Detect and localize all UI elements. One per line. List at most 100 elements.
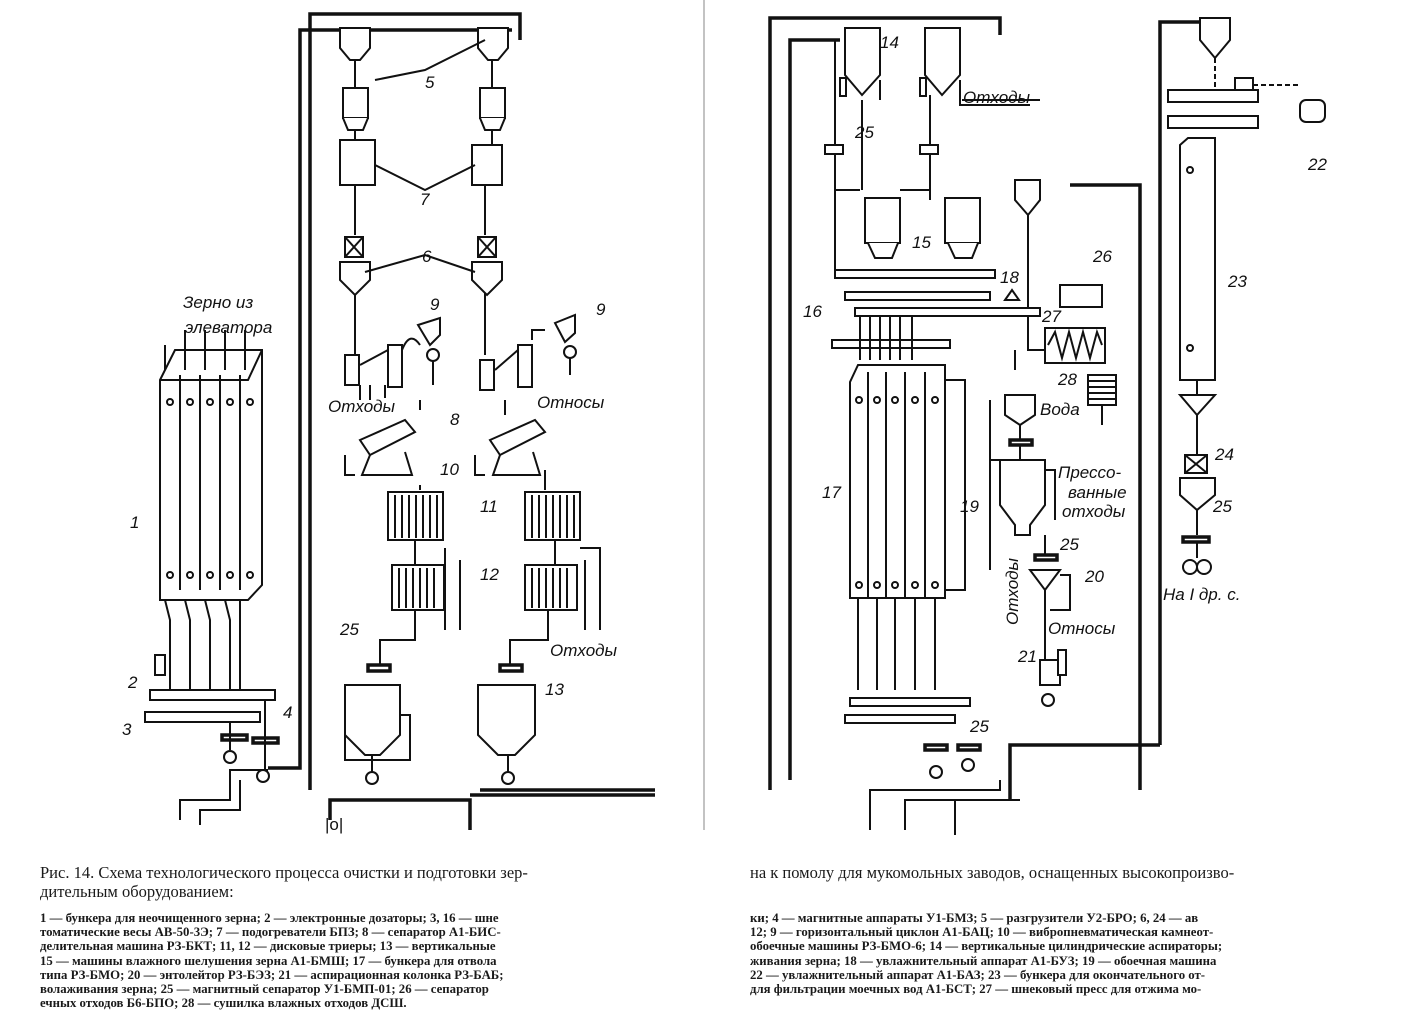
bunker-23 — [1177, 137, 1218, 455]
label-to-first-break: На I др. с. — [1163, 585, 1240, 604]
legend-line: волаживания зерна; 25 — магнитный сепара… — [40, 982, 489, 997]
screw-conveyor-16 — [831, 269, 1041, 360]
screw-conveyor-3b — [144, 711, 261, 723]
label-pressed-waste: Прессо- — [1058, 463, 1121, 482]
label-waste-mid: Отходы — [1003, 557, 1022, 625]
cyclone-top-right — [1014, 179, 1041, 217]
label-23: 23 — [1227, 272, 1247, 291]
label-25b: 25 — [1059, 535, 1079, 554]
pipeline-outer — [268, 12, 522, 790]
entoleter-20 — [1028, 535, 1071, 660]
label-12: 12 — [480, 565, 499, 584]
left-scheme: Зерно из элеватора 1 2 3 4 5 6 7 8 9 9 1… — [122, 12, 655, 834]
left-caption-title-2: дительным оборудованием: — [40, 882, 234, 901]
scourer-15 — [864, 197, 981, 259]
pipeline-bottom-right-page — [869, 780, 1020, 835]
legend-line: ечных отходов Б6-БПО; 28 — сушилка влажн… — [40, 996, 407, 1011]
label-carryover-right: Относы — [1048, 619, 1116, 638]
label-8: 8 — [450, 410, 460, 429]
label-9a: 9 — [430, 295, 440, 314]
page-fold — [703, 0, 705, 830]
label-24: 24 — [1214, 445, 1234, 464]
legend-line: живания зерна; 18 — увлажнительный аппар… — [750, 953, 1217, 968]
label-26: 26 — [1092, 247, 1112, 266]
left-legend: 1 — бункера для неочищенного зерна; 2 — … — [40, 911, 504, 1010]
screw-press-27 — [1044, 327, 1106, 364]
scales-24 — [1179, 454, 1216, 575]
aspirator-14 — [839, 27, 1040, 106]
separator-8 — [344, 329, 545, 400]
pipeline-right — [1008, 20, 1200, 800]
label-21: 21 — [1017, 647, 1037, 666]
label-19: 19 — [960, 497, 979, 516]
scales-6-heaters-7 — [339, 87, 506, 297]
right-legend: ки; 4 — магнитные аппараты У1-БМЗ; 5 — р… — [750, 911, 1222, 996]
label-waste: Отходы — [328, 397, 396, 416]
cyclone-9 — [416, 313, 577, 385]
humidifier-22 — [1167, 17, 1326, 129]
legend-line: томатические весы АВ-50-3Э; 7 — подогрев… — [40, 925, 501, 940]
label-25: 25 — [339, 620, 359, 639]
legend-line: ки; 4 — магнитные аппараты У1-БМЗ; 5 — р… — [750, 911, 1199, 925]
pipe-marker: |о| — [325, 815, 343, 834]
process-diagram: Зерно из элеватора 1 2 3 4 5 6 7 8 9 9 1… — [122, 12, 1327, 835]
label-10: 10 — [440, 460, 459, 479]
label-7: 7 — [420, 190, 430, 209]
pipeline-bottom-right — [328, 788, 655, 830]
label-20: 20 — [1084, 567, 1104, 586]
legend-line: обоечные машины РЗ-БМО-6; 14 — вертикаль… — [750, 939, 1223, 954]
unloader-5 — [339, 27, 509, 61]
magnet-4a — [220, 733, 249, 742]
legend-line: для фильтрации моечных вод А1-БСТ; 27 — … — [750, 982, 1202, 997]
label-grain-from-elevator-2: элеватора — [185, 318, 272, 337]
trier-12 — [391, 564, 578, 611]
dosing-unit-2 — [154, 654, 166, 676]
aspiration-column-21 — [1039, 649, 1067, 707]
pipeline-bottom — [179, 769, 268, 825]
bunker-bank-17 — [849, 364, 966, 690]
label-13: 13 — [545, 680, 564, 699]
label-25c: 25 — [969, 717, 989, 736]
legend-line: 15 — машины влажного шелушения зерна А1-… — [40, 953, 497, 968]
bunker-bank-1 — [159, 330, 263, 690]
humidifier-18 — [1003, 288, 1021, 301]
label-25a: 25 — [854, 123, 874, 142]
right-caption-title: на к помолу для мукомольных заводов, осн… — [750, 863, 1235, 882]
label-9b: 9 — [596, 300, 606, 319]
legend-line: 22 — увлажнительный аппарат А1-БАЗ; 23 —… — [750, 967, 1206, 982]
label-1: 1 — [130, 513, 139, 532]
label-28: 28 — [1057, 370, 1077, 389]
legend-line: 12; 9 — горизонтальный циклон А1-БАЦ; 10… — [750, 925, 1214, 940]
label-water: Вода — [1040, 400, 1080, 419]
scourer-19 — [989, 394, 1056, 570]
pipeline-outer-right — [768, 16, 1002, 790]
label-15: 15 — [912, 233, 931, 252]
left-caption-title: Рис. 14. Схема технологического процесса… — [40, 863, 528, 882]
stone-separator-10 — [344, 418, 547, 476]
label-25d: 25 — [1212, 497, 1232, 516]
magnet-25a — [824, 144, 844, 155]
screw-conveyor-bottom — [849, 697, 971, 707]
label-22: 22 — [1307, 155, 1327, 174]
dryer-28 — [1087, 374, 1117, 425]
legend-line: делительная машина РЗ-БКТ; 11, 12 — диск… — [40, 939, 496, 954]
label-5: 5 — [425, 73, 435, 92]
legend-line: 1 — бункера для неочищенного зерна; 2 — … — [40, 911, 499, 925]
screw-conveyor-3a — [149, 689, 276, 701]
label-carryover: Относы — [537, 393, 605, 412]
label-16: 16 — [803, 302, 822, 321]
label-3: 3 — [122, 720, 132, 739]
label-pressed-waste-2: ванные — [1068, 483, 1127, 502]
label-waste-2: Отходы — [550, 641, 618, 660]
separator-26 — [1059, 284, 1103, 308]
label-pressed-waste-3: отходы — [1062, 502, 1126, 521]
magnet-25-bins-13 — [344, 663, 536, 785]
label-14: 14 — [880, 33, 899, 52]
label-waste-top: Отходы — [963, 88, 1031, 107]
label-17: 17 — [822, 483, 841, 502]
label-18: 18 — [1000, 268, 1019, 287]
label-6: 6 — [422, 247, 432, 266]
label-27: 27 — [1041, 307, 1061, 326]
label-11: 11 — [480, 497, 498, 516]
label-grain-from-elevator: Зерно из — [183, 293, 253, 312]
